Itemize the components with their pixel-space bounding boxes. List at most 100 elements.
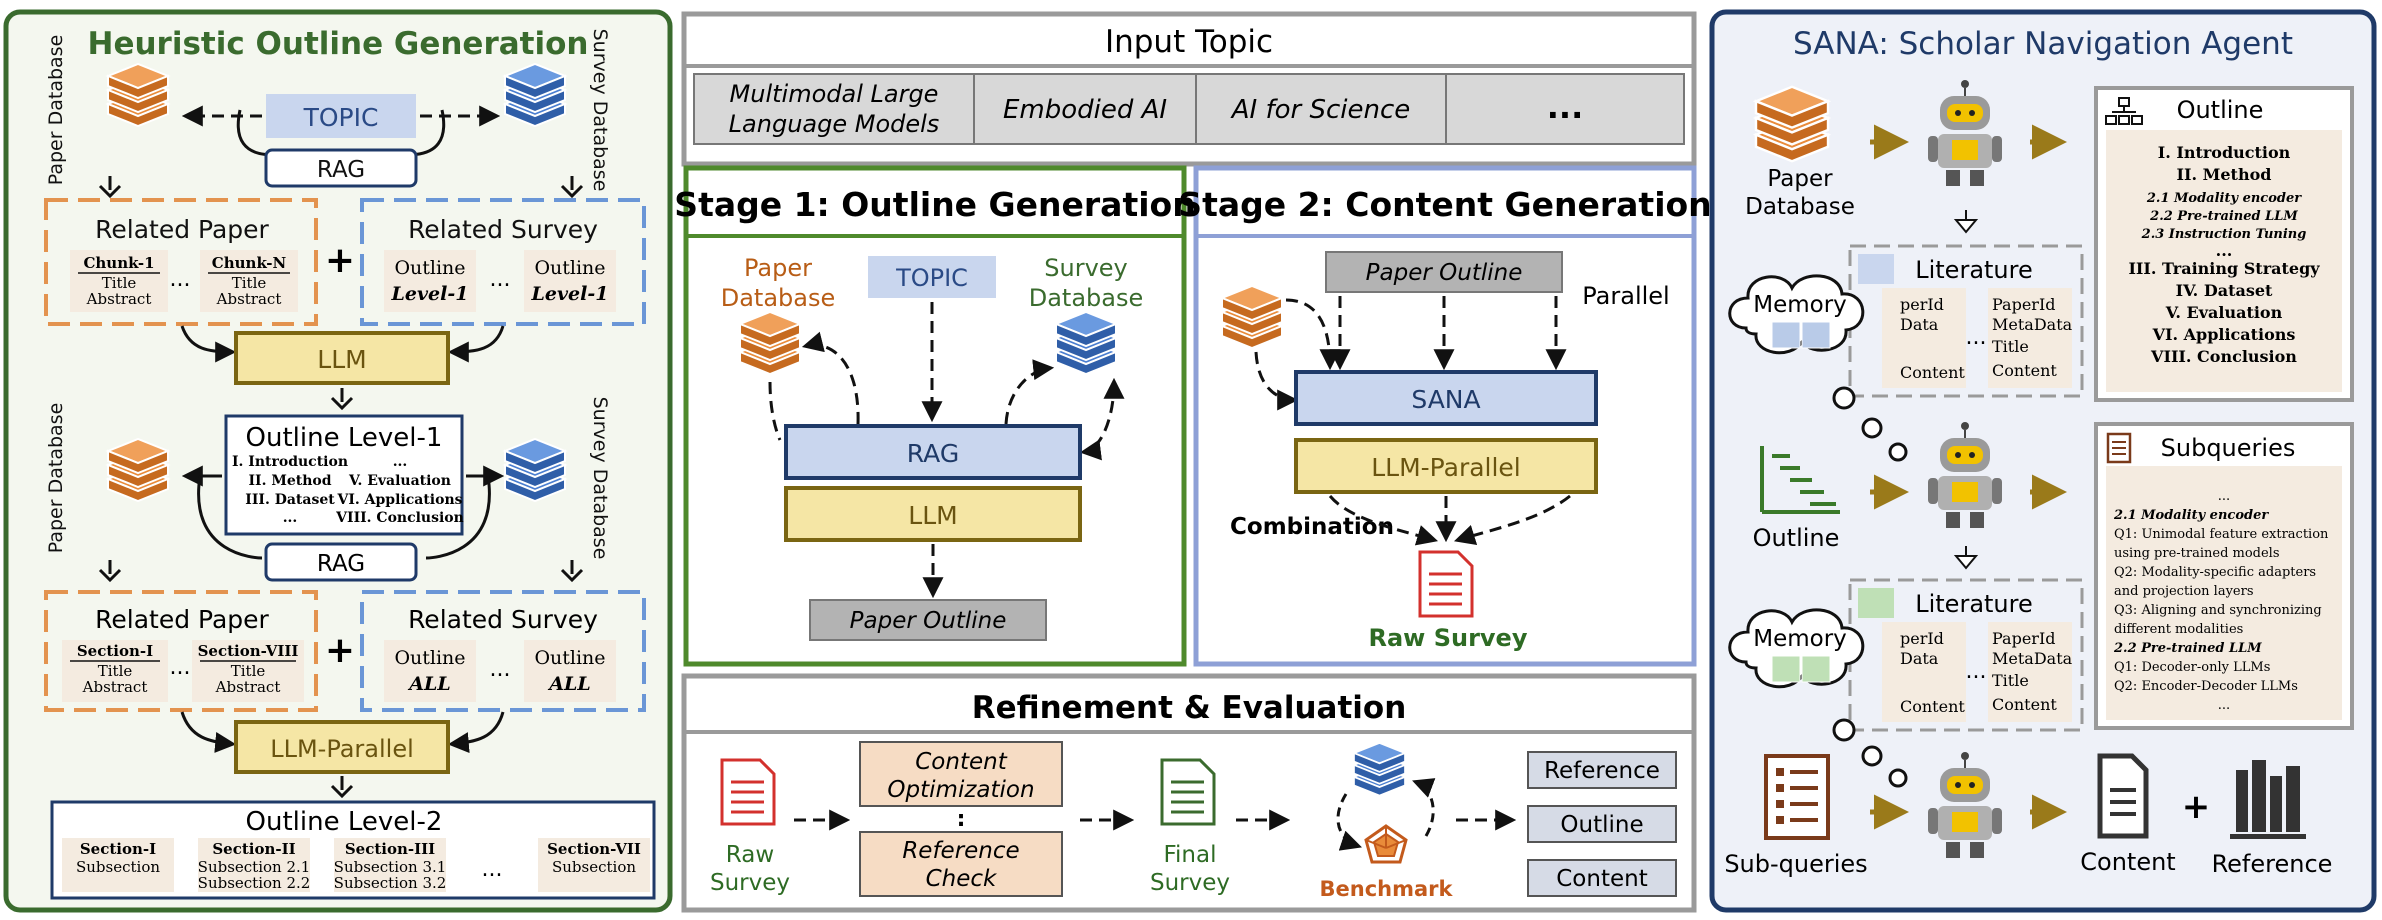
outline-item: 2.3 Instruction Tuning: [2141, 227, 2307, 242]
section-ellipsis: ...: [170, 655, 191, 680]
llm-parallel-label-left: LLM-Parallel: [270, 735, 414, 763]
level2-subsection: Subsection: [76, 858, 160, 876]
final-survey-line2: Survey: [1150, 870, 1230, 896]
related-survey-box-1: [360, 198, 646, 326]
paper-database-icon-2: [107, 438, 169, 502]
section-8-title: Title: [231, 662, 266, 680]
survey-outline-1b: Outline: [534, 257, 605, 279]
level2-subsection: Subsection 3.1: [334, 858, 447, 876]
sana-subqueries-label: Sub-queries: [1724, 850, 1867, 878]
level2-subsection: Subsection 2.2: [198, 874, 311, 892]
raw-survey-doc-icon: [1418, 550, 1474, 618]
related-paper-title-2: Related Paper: [95, 605, 269, 634]
section-8-label: Section-VIII: [198, 642, 299, 660]
outline-level-1-box: [224, 414, 464, 536]
left-paper-database-label-2: Paper Database: [45, 403, 67, 554]
survey-database-icon: [504, 63, 566, 127]
subquery-item: 2.1 Modality encoder: [2113, 508, 2269, 523]
lit1-right-0: PaperId: [1992, 295, 2056, 314]
hierarchy-icon: [2105, 97, 2143, 125]
level1-right-3: VIII. Conclusion: [335, 510, 464, 526]
topic-item-ai-for-science: AI for Science: [1230, 95, 1411, 125]
level1-left-0: I. Introduction: [232, 454, 348, 470]
stage1-panel: Stage 1: Outline Generation Paper Databa…: [674, 165, 1196, 667]
sana-panel-title: SANA: Scholar Navigation Agent: [1793, 26, 2293, 62]
subquery-item: and projection layers: [2114, 584, 2254, 599]
related-paper-box-1: [44, 198, 318, 326]
memory-label-1: Memory: [1753, 292, 1847, 318]
sana-outline-label: Outline: [1753, 524, 1840, 552]
plus-sign-1: +: [325, 240, 355, 281]
level1-right-0: ...: [393, 454, 408, 470]
input-topic-panel: Input Topic Multimodal Large Language Mo…: [681, 11, 1697, 167]
lit1-right-1: MetaData: [1992, 315, 2073, 334]
lit2-right-1: MetaData: [1992, 649, 2073, 668]
related-paper-box-2: [44, 590, 318, 712]
memory-drawers-icon-1: [1771, 321, 1831, 349]
stage2-paper-outline-box: [1325, 251, 1563, 293]
left-rag-label-2: RAG: [317, 551, 365, 577]
level2-section-bg: [538, 838, 650, 892]
level2-ellipsis: ...: [482, 857, 503, 882]
sana-panel: SANA: Scholar Navigation Agent Paper Dat…: [1709, 9, 2377, 913]
llm-label-1: LLM: [317, 345, 366, 374]
output-reference-label: Reference: [1544, 758, 1660, 784]
lit1-right-2: Title: [1992, 337, 2029, 356]
level2-section-bg: [198, 838, 310, 892]
literature-title-1: Literature: [1915, 256, 2033, 284]
level2-sections: Section-ISubsectionSection-IISubsection …: [62, 838, 650, 892]
lit2-right-2: Title: [1992, 671, 2029, 690]
lit2-left-0: perId: [1900, 629, 1944, 648]
lit2-ellipsis: ...: [1966, 659, 1987, 684]
chunk-1-title: Title: [102, 274, 137, 292]
outline-item: VI. Applications: [2152, 325, 2296, 344]
level1-right-1: V. Evaluation: [348, 473, 451, 489]
survey-level-1b: Level-1: [531, 283, 609, 305]
survey-ellipsis-2: ...: [490, 657, 511, 682]
stage1-survey-database-line2: Database: [1029, 284, 1144, 312]
final-survey-doc-icon: [1160, 758, 1216, 826]
outline-item: 2.2 Pre-trained LLM: [2149, 209, 2298, 224]
lit1-left-0: perId: [1900, 295, 1944, 314]
plus-sign-2: +: [325, 630, 355, 671]
level2-section-head: Section-VII: [547, 840, 641, 858]
sana-paper-database-line2: Database: [1745, 194, 1855, 220]
memory-drawers-icon-2: [1771, 655, 1831, 683]
memory-label-2: Memory: [1753, 626, 1847, 652]
survey-database-icon-2: [504, 438, 566, 502]
reference-books-icon: [2230, 760, 2306, 839]
benchmark-label: Benchmark: [1320, 877, 1454, 901]
level2-section-bg: [334, 838, 446, 892]
list-doc-icon: [2106, 432, 2132, 464]
left-survey-database-label-2: Survey Database: [589, 397, 611, 560]
sana-reference-label: Reference: [2212, 850, 2333, 878]
survey-all-2b: ALL: [547, 673, 590, 695]
benchmark-database-icon: [1353, 742, 1406, 797]
subquery-item: ...: [2218, 489, 2230, 504]
benchmark-radar-icon: [1364, 824, 1408, 864]
chunk-1-abstract: Abstract: [86, 290, 152, 308]
left-rag-box-1: [264, 148, 418, 188]
related-survey-title-1: Related Survey: [408, 215, 598, 244]
refine-vertical-dots: :: [957, 807, 966, 832]
subquery-item: Q2: Modality-specific adapters: [2114, 565, 2316, 580]
left-rag-label-1: RAG: [317, 157, 365, 183]
stage1-paper-database-line2: Database: [721, 284, 836, 312]
left-panel-title: Heuristic Outline Generation: [88, 26, 589, 62]
chunk-n-label: Chunk-N: [212, 254, 287, 272]
subqueries-list-icon: [1764, 754, 1830, 840]
output-content-label: Content: [1556, 866, 1647, 892]
refinement-panel: Refinement & Evaluation Raw Survey Conte…: [681, 673, 1697, 913]
subquery-item: Q1: Unimodal feature extraction: [2114, 527, 2329, 542]
stage1-survey-database-icon: [1055, 311, 1117, 375]
level2-section-head: Section-I: [80, 840, 156, 858]
heuristic-outline-panel: Heuristic Outline Generation Paper Datab…: [3, 9, 673, 913]
final-survey-line1: Final: [1163, 842, 1216, 868]
stage2-llm-parallel-box: [1294, 438, 1598, 494]
level1-left-1: II. Method: [248, 473, 331, 489]
chunk-ellipsis: ...: [170, 267, 191, 292]
stage1-survey-database-line1: Survey: [1044, 254, 1127, 282]
subquery-item: 2.2 Pre-trained LLM: [2113, 641, 2262, 656]
survey-outline-1a: Outline: [394, 257, 465, 279]
related-survey-title-2: Related Survey: [408, 605, 598, 634]
